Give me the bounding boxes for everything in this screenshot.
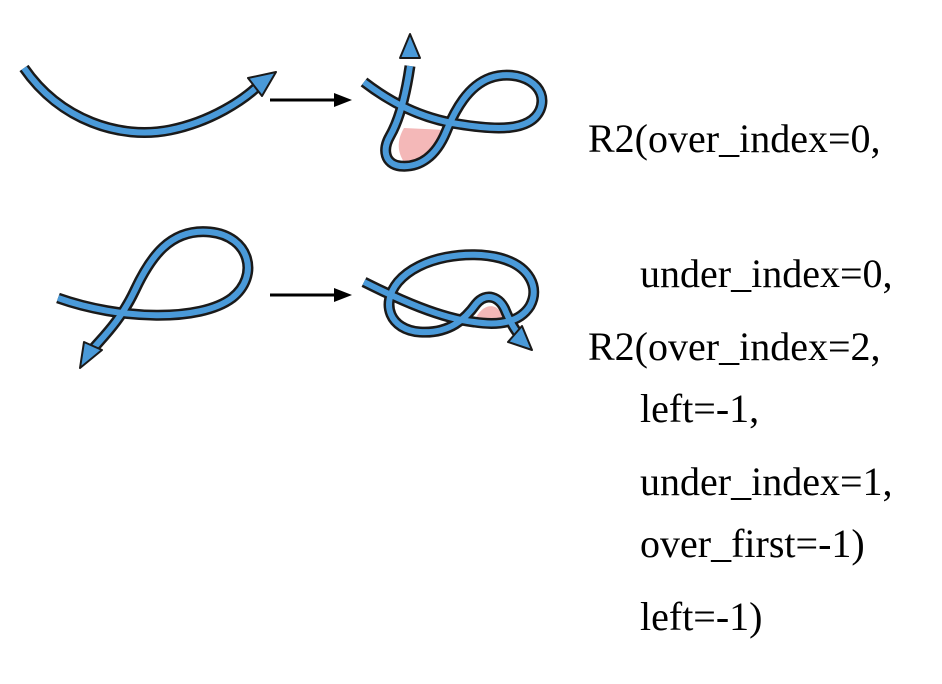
bottom-before-arrowhead (79, 341, 103, 369)
top-before-arrowhead (247, 71, 277, 97)
top-r2-region (398, 128, 446, 162)
bottom-move-label: R2(over_index=2, under_index=1, left=-1) (588, 234, 893, 684)
bottom-after-arrowhead (507, 325, 533, 351)
bottom-move-arrow (270, 288, 352, 302)
top-before-strand (19, 64, 277, 138)
label-line: left=-1) (640, 594, 763, 639)
bottom-after-diagram (361, 249, 540, 351)
label-line: under_index=1, (640, 459, 893, 504)
top-move-arrow (270, 93, 352, 107)
top-after-diagram (360, 33, 548, 172)
label-line: R2(over_index=0, (588, 116, 881, 161)
label-line: under_index=0, (640, 251, 893, 296)
top-after-arrowhead (399, 33, 421, 59)
label-line: R2(over_index=2, (588, 324, 881, 369)
r2-move-diagram (19, 33, 548, 369)
bottom-before-strand (56, 226, 254, 369)
